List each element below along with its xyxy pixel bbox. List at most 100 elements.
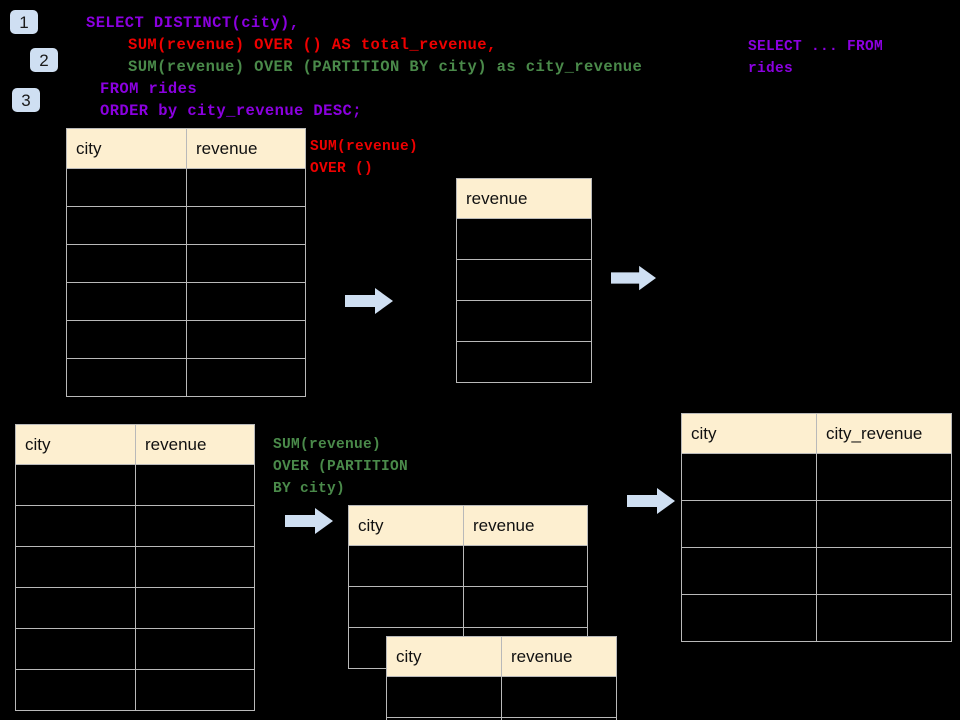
arrow-bottom-right-icon: [627, 488, 675, 514]
column-header-city_revenue: city_revenue: [816, 413, 952, 454]
column-header-city: city: [386, 636, 502, 677]
table-cell: [186, 358, 306, 397]
table-cell: [15, 669, 136, 711]
table-cell: [456, 259, 592, 301]
sql-query-block: SELECT DISTINCT(city), SUM(revenue) OVER …: [86, 12, 642, 122]
table-row: [15, 546, 255, 588]
step-badge-3: 3: [12, 88, 40, 112]
table-cell: [816, 453, 952, 501]
table-row: [386, 717, 617, 720]
table-cell: [501, 676, 617, 718]
table-cell: [135, 464, 255, 506]
step-badge-1: 1: [10, 10, 38, 34]
table-cell: [15, 587, 136, 629]
table-row: [456, 300, 592, 342]
table-row: [66, 244, 306, 283]
table-row: [681, 594, 952, 642]
table-cell: [15, 546, 136, 588]
table-cell: [66, 206, 187, 245]
table-cell: [463, 586, 588, 628]
table-row: [15, 587, 255, 629]
sql-line-1: SELECT DISTINCT(city),: [86, 14, 300, 32]
arrow-top-right-icon: [611, 265, 656, 291]
column-header-revenue: revenue: [456, 178, 592, 219]
table-cell: [66, 168, 187, 207]
table-cell: [348, 586, 464, 628]
step-badge-2: 2: [30, 48, 58, 72]
table-row: [15, 628, 255, 670]
table-row: [66, 358, 306, 397]
table-row: [15, 669, 255, 711]
table-row: [66, 320, 306, 359]
table-cell: [386, 676, 502, 718]
table-cell: [186, 244, 306, 283]
sql-line-5: ORDER by city_revenue DESC;: [100, 102, 362, 120]
table-cell: [135, 587, 255, 629]
column-header-revenue: revenue: [186, 128, 306, 169]
table-cell: [186, 320, 306, 359]
table-row: [681, 547, 952, 595]
table-total-revenue: revenue: [456, 178, 592, 383]
table-cell: [66, 358, 187, 397]
table-row: [15, 464, 255, 506]
table-cell: [456, 300, 592, 342]
table-cell: [135, 546, 255, 588]
table-row: [66, 168, 306, 207]
table-row: [348, 545, 588, 587]
table-cell: [681, 594, 817, 642]
table-cell: [66, 320, 187, 359]
table-cell: [681, 500, 817, 548]
table-cell: [135, 628, 255, 670]
sql-line-3: SUM(revenue) OVER (PARTITION BY city) as…: [128, 58, 643, 76]
table-row: [456, 341, 592, 383]
table-cell: [456, 341, 592, 383]
table-cell: [135, 669, 255, 711]
annotation-select-from: SELECT ... FROM rides: [748, 39, 884, 77]
arrow-top-left-icon: [345, 288, 393, 314]
table-row: [15, 505, 255, 547]
table-cell: [501, 717, 617, 720]
table-row: [681, 453, 952, 501]
column-header-city: city: [15, 424, 136, 465]
column-header-revenue: revenue: [135, 424, 255, 465]
table-header-row: revenue: [456, 178, 592, 219]
column-header-city: city: [681, 413, 817, 454]
table-cell: [816, 500, 952, 548]
table-cell: [135, 505, 255, 547]
table-cell: [66, 282, 187, 321]
table-cell: [15, 505, 136, 547]
table-cell: [456, 218, 592, 260]
table-cell: [186, 168, 306, 207]
table-row: [681, 500, 952, 548]
table-cell: [463, 545, 588, 587]
table-cell: [816, 547, 952, 595]
table-row: [348, 586, 588, 628]
sql-line-2: SUM(revenue) OVER () AS total_revenue,: [128, 36, 497, 54]
table-cell: [681, 453, 817, 501]
table-row: [66, 282, 306, 321]
arrow-bottom-left-icon: [285, 508, 333, 534]
table-row: [386, 676, 617, 718]
table-cell: [15, 464, 136, 506]
table-cell: [681, 547, 817, 595]
table-cell: [186, 206, 306, 245]
annotation-sum-over-partition: SUM(revenue) OVER (PARTITION BY city): [273, 437, 409, 497]
table-row: [456, 218, 592, 260]
table-cell: [816, 594, 952, 642]
table-row: [456, 259, 592, 301]
column-header-revenue: revenue: [463, 505, 588, 546]
table-cell: [348, 545, 464, 587]
column-header-city: city: [348, 505, 464, 546]
column-header-revenue: revenue: [501, 636, 617, 677]
sql-line-4: FROM rides: [100, 80, 198, 98]
